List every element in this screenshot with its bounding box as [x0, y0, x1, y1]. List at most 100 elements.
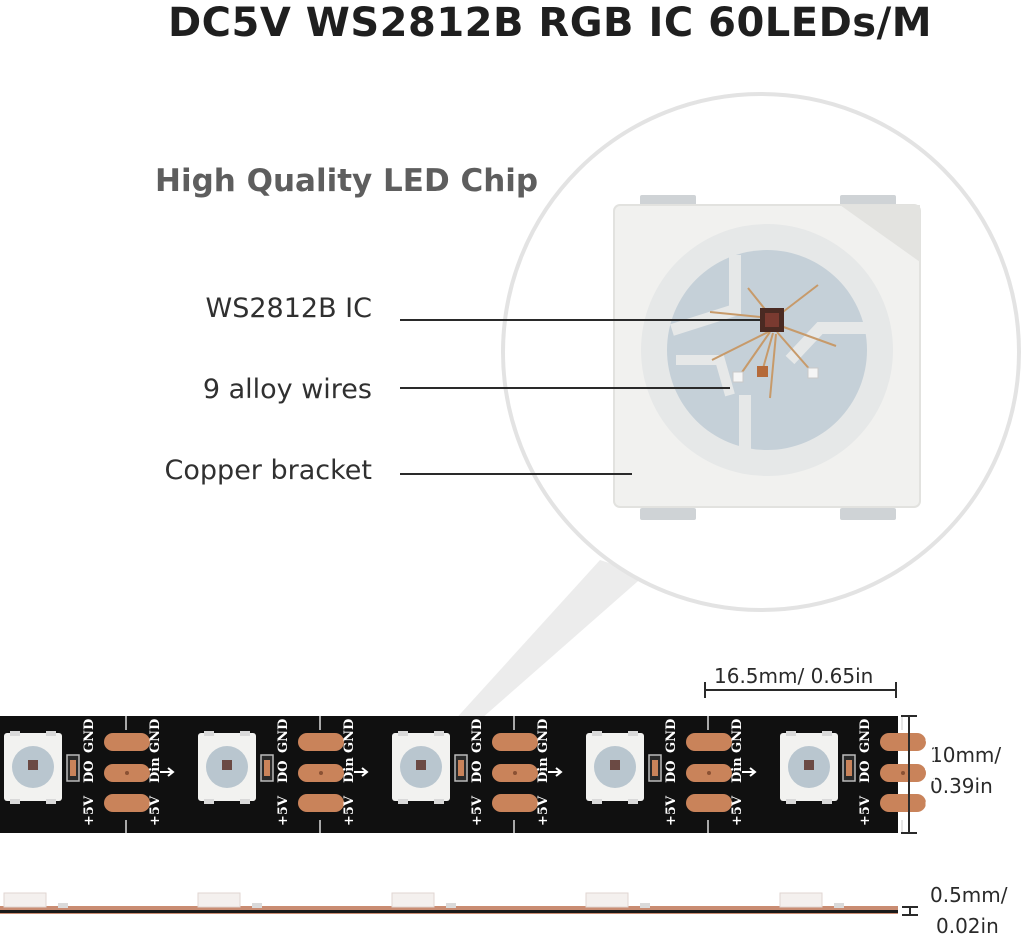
pad-label-gnd: GND [276, 719, 291, 753]
copper-pad [104, 794, 150, 812]
copper-pad [686, 794, 732, 812]
led-leg [628, 799, 638, 804]
data-arrow [548, 767, 563, 777]
pad-label-gnd: GND [148, 719, 163, 753]
pad-label-do: DO [82, 760, 97, 783]
copper-pad [298, 733, 344, 751]
side-led [585, 892, 629, 908]
led-die [28, 760, 38, 770]
pad-label-vcc: +5V [276, 795, 291, 826]
led-leg [10, 731, 20, 736]
pad-label-gnd: GND [924, 719, 939, 753]
led-leg [240, 731, 250, 736]
data-arrow [354, 767, 369, 777]
led-leg [592, 799, 602, 804]
led-leg [398, 799, 408, 804]
pad-label-gnd: GND [342, 719, 357, 753]
pad-label-gnd: GND [858, 719, 873, 753]
pad-label-vcc: +5V [730, 795, 745, 826]
callout-label-wires: 9 alloy wires [202, 374, 372, 405]
data-arrow [160, 767, 175, 777]
chip-heading: High Quality LED Chip [155, 163, 539, 199]
pitch-dimension [704, 682, 897, 698]
pad-via [513, 771, 517, 775]
capacitor-pad [846, 760, 852, 776]
side-component [640, 903, 650, 908]
pad-label-do: DO [858, 760, 873, 783]
led-leg [434, 731, 444, 736]
led-leg [204, 799, 214, 804]
led-leg [822, 799, 832, 804]
led-leg [240, 799, 250, 804]
data-arrow [936, 767, 951, 777]
side-led [3, 892, 47, 908]
led-leg [46, 731, 56, 736]
thickness-dimension-label-1: 0.5mm/ [930, 883, 1008, 907]
led-die [222, 760, 232, 770]
pad-label-gnd: GND [536, 719, 551, 753]
width-dimension-label-1: 10mm/ [930, 743, 1002, 767]
led-leg [786, 731, 796, 736]
page-title: DC5V WS2812B RGB IC 60LEDs/M [167, 0, 933, 46]
led-leg [204, 731, 214, 736]
led-leg [592, 731, 602, 736]
pad-label-vcc: +5V [924, 795, 939, 826]
pad-label-do: DO [470, 760, 485, 783]
pad-label-gnd: GND [730, 719, 745, 753]
side-led [779, 892, 823, 908]
led-leg [398, 731, 408, 736]
side-component [446, 903, 456, 908]
capacitor-pad [458, 760, 464, 776]
side-component [252, 903, 262, 908]
led-chip-package [613, 195, 921, 520]
pad-label-do: DO [664, 760, 679, 783]
copper-pad [492, 733, 538, 751]
pad-label-din: Din [148, 757, 163, 783]
side-component [58, 903, 68, 908]
pad-label-vcc: +5V [536, 795, 551, 826]
pad-via [707, 771, 711, 775]
copper-pad [492, 794, 538, 812]
side-led [391, 892, 435, 908]
copper-pad [880, 794, 926, 812]
pad-label-din: Din [730, 757, 745, 783]
led-leg [628, 731, 638, 736]
thickness-dimension [902, 906, 918, 916]
data-arrow [742, 767, 757, 777]
pad-label-vcc: +5V [858, 795, 873, 826]
thickness-dimension-label-2: 0.02in [936, 914, 999, 938]
strip-segment: GND DO +5V GND Din +5V [586, 716, 757, 833]
pad-label-vcc: +5V [342, 795, 357, 826]
pad-label-gnd: GND [470, 719, 485, 753]
callout-label-ic: WS2812B IC [205, 293, 372, 324]
pad-label-din: Din [342, 757, 357, 783]
copper-pad [880, 733, 926, 751]
pad-label-do: DO [276, 760, 291, 783]
side-view-leds [3, 892, 844, 908]
capacitor-pad [652, 760, 658, 776]
capacitor-pad [70, 760, 76, 776]
pad-label-gnd: GND [664, 719, 679, 753]
width-dimension [901, 715, 917, 834]
pad-via [901, 771, 905, 775]
pad-label-vcc: +5V [148, 795, 163, 826]
led-die [416, 760, 426, 770]
pad-label-vcc: +5V [664, 795, 679, 826]
led-die [804, 760, 814, 770]
callout-label-bracket: Copper bracket [164, 455, 372, 486]
led-leg [822, 731, 832, 736]
copper-pad [686, 733, 732, 751]
copper-pad [298, 794, 344, 812]
pitch-dimension-label: 16.5mm/ 0.65in [714, 664, 874, 688]
led-die [610, 760, 620, 770]
led-leg [10, 799, 20, 804]
pad-label-vcc: +5V [82, 795, 97, 826]
pad-via [125, 771, 129, 775]
width-dimension-label-2: 0.39in [930, 774, 993, 798]
side-component [834, 903, 844, 908]
led-leg [786, 799, 796, 804]
capacitor-pad [264, 760, 270, 776]
